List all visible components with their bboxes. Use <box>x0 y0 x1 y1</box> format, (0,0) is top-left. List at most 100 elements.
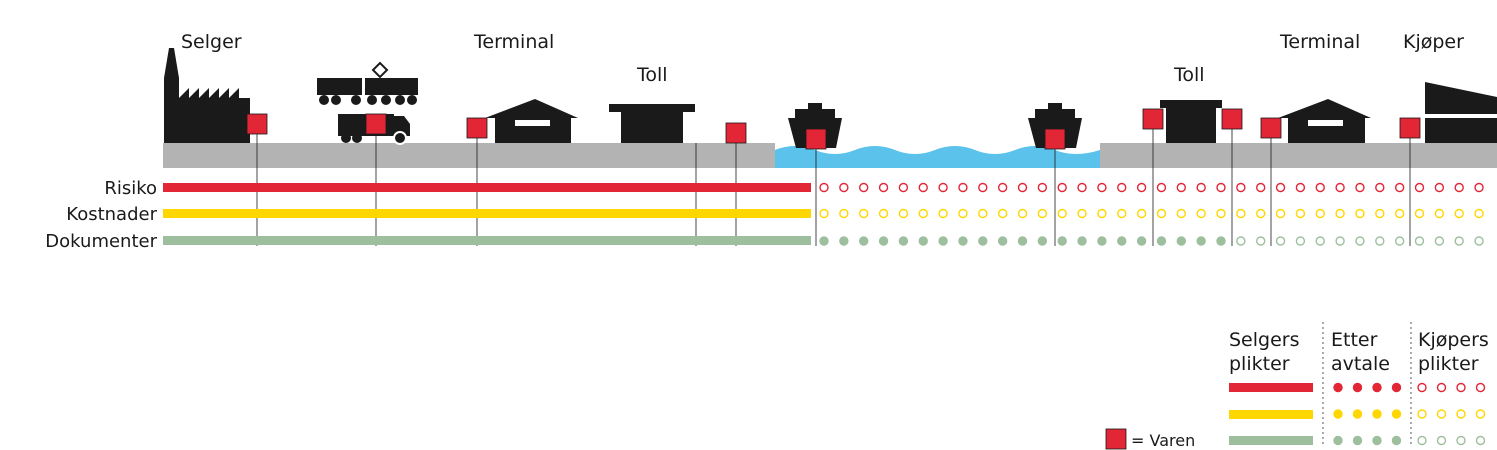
costs-dot <box>1098 210 1106 218</box>
goods-marker <box>1400 118 1420 138</box>
risk-dot <box>1217 184 1225 192</box>
legend-costs-agreement-dot <box>1334 410 1342 418</box>
costs-dot <box>1217 210 1225 218</box>
costs-dot <box>1237 210 1245 218</box>
goods-marker <box>1045 129 1065 149</box>
legend-agreement-line2: avtale <box>1331 353 1390 375</box>
risk-dot <box>1197 184 1205 192</box>
documents-dot <box>1455 237 1463 245</box>
legend-documents-buyer-dot <box>1477 437 1485 445</box>
legend-costs-agreement-dot <box>1393 410 1401 418</box>
costs-dot <box>1396 210 1404 218</box>
risk-dot <box>1177 184 1185 192</box>
legend-risk-buyer-dot <box>1457 384 1465 392</box>
documents-dot <box>939 237 947 245</box>
documents-dot <box>1237 237 1245 245</box>
documents-dot <box>999 237 1007 245</box>
legend-seller-line2: plikter <box>1229 353 1290 375</box>
documents-dot <box>1257 237 1265 245</box>
legend-risk-agreement-dot <box>1373 384 1381 392</box>
documents-dot <box>860 237 868 245</box>
documents-dot <box>1416 237 1424 245</box>
legend-documents-agreement-dot <box>1354 437 1362 445</box>
legend-buyer-line2: plikter <box>1418 353 1479 375</box>
documents-dot <box>1098 237 1106 245</box>
documents-dot <box>1197 237 1205 245</box>
legend-agreement-line1: Etter <box>1331 329 1378 351</box>
label-customs-export: Toll <box>636 64 668 86</box>
costs-dot <box>860 210 868 218</box>
documents-dot <box>820 237 828 245</box>
costs-dot <box>1058 210 1066 218</box>
ground-right <box>1100 143 1497 168</box>
costs-dot <box>1277 210 1285 218</box>
costs-dot <box>1038 210 1046 218</box>
costs-dot <box>840 210 848 218</box>
risk-dot <box>1058 184 1066 192</box>
risk-dot <box>820 184 828 192</box>
risk-dot <box>899 184 907 192</box>
risk-dot <box>1157 184 1165 192</box>
risk-dot <box>1296 184 1304 192</box>
costs-dot <box>1197 210 1205 218</box>
customs-house-icon-export <box>609 104 697 143</box>
documents-dot <box>1396 237 1404 245</box>
documents-dot <box>1038 237 1046 245</box>
label-terminal-destination: Terminal <box>1279 31 1360 53</box>
factory-icon <box>164 48 250 143</box>
documents-dot <box>1475 237 1483 245</box>
documents-dot <box>1376 237 1384 245</box>
documents-dot <box>1019 237 1027 245</box>
documents-dot <box>1138 237 1146 245</box>
legend-goods-label: = Varen <box>1131 431 1195 450</box>
label-buyer: Kjøper <box>1403 31 1464 53</box>
documents-dot <box>1157 237 1165 245</box>
label-customs-import: Toll <box>1173 64 1205 86</box>
legend-costs-buyer-dot <box>1438 410 1446 418</box>
risk-dot <box>1237 184 1245 192</box>
costs-dot <box>1019 210 1027 218</box>
documents-dot <box>1217 237 1225 245</box>
documents-dot <box>1316 237 1324 245</box>
risk-dot <box>1396 184 1404 192</box>
documents-dot <box>899 237 907 245</box>
costs-dot <box>1376 210 1384 218</box>
risk-dot <box>880 184 888 192</box>
legend-dots <box>1334 384 1485 445</box>
documents-dot <box>1078 237 1086 245</box>
costs-dot <box>1118 210 1126 218</box>
legend-risk-agreement-dot <box>1334 384 1342 392</box>
legend-costs-bar <box>1229 410 1313 419</box>
risk-dot <box>959 184 967 192</box>
goods-marker <box>366 114 386 134</box>
legend-costs-agreement-dot <box>1373 410 1381 418</box>
costs-dot <box>919 210 927 218</box>
risk-dot <box>1336 184 1344 192</box>
documents-dot <box>1336 237 1344 245</box>
legend-risk-buyer-dot <box>1418 384 1426 392</box>
documents-dot <box>979 237 987 245</box>
costs-dot <box>959 210 967 218</box>
costs-seller-bar <box>163 209 811 218</box>
goods-marker <box>726 123 746 143</box>
risk-buyer-dots <box>820 184 1483 192</box>
risk-dot <box>1098 184 1106 192</box>
risk-dot <box>1475 184 1483 192</box>
documents-seller-bar <box>163 236 811 245</box>
legend-risk-buyer-dot <box>1477 384 1485 392</box>
goods-marker <box>806 129 826 149</box>
risk-dot <box>1078 184 1086 192</box>
legend-buyer-line1: Kjøpers <box>1418 329 1489 351</box>
costs-dot <box>1356 210 1364 218</box>
costs-dot <box>1475 210 1483 218</box>
legend-documents-bar <box>1229 436 1313 445</box>
risk-dot <box>1257 184 1265 192</box>
costs-dot <box>1257 210 1265 218</box>
legend-costs-buyer-dot <box>1457 410 1465 418</box>
risk-dot <box>860 184 868 192</box>
documents-dot <box>840 237 848 245</box>
documents-dot <box>880 237 888 245</box>
costs-dot <box>1435 210 1443 218</box>
legend-costs-buyer-dot <box>1418 410 1426 418</box>
